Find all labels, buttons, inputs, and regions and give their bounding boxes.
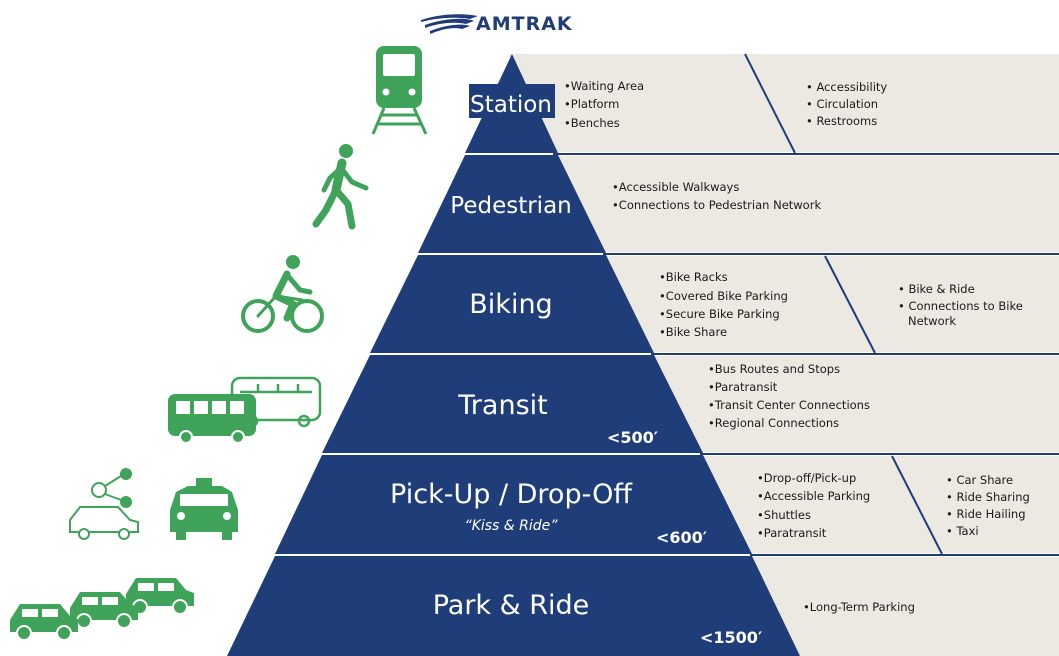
tier-transit [322,355,703,453]
bullet-item: •Platform [564,97,619,111]
mode-icons [10,46,428,641]
bullet-item: •Long-Term Parking [803,600,915,614]
bullet-item: •Covered Bike Parking [659,289,788,303]
bullet-item: • Restrooms [806,114,877,128]
bullet-item: • Ride Sharing [946,490,1030,504]
distance-park-ride: <1500′ [700,628,762,647]
distance-pickup: <600′ [656,528,707,547]
bullet-lists: •Waiting Area •Platform •Benches • Acces… [564,79,1030,614]
column-divider [744,53,796,154]
tier-label-transit: Transit [457,390,547,421]
pedestrian-icon [312,144,369,230]
distance-transit: <500′ [607,428,658,447]
tier-label-station: Station [470,92,552,118]
bullet-item: •Accessible Parking [757,489,870,503]
bullet-item: •Transit Center Connections [708,398,870,412]
car-icon [10,604,78,641]
cyclist-icon [241,255,324,333]
tier-label-pickup: Pick-Up / Drop-Off [390,479,633,510]
tier-label-biking: Biking [469,289,552,320]
tier-pickup [275,455,752,554]
panel-pickup [700,456,1059,553]
bus-icon [168,376,322,444]
car-icon [126,578,194,615]
bullet-item: •Secure Bike Parking [659,307,780,321]
column-divider [824,255,876,354]
column-divider [891,455,943,555]
bullet-item: •Paratransit [757,526,827,540]
panel-pedestrian [553,156,1059,252]
amtrak-wordmark: AMTRAK [476,13,573,35]
tier-pedestrian [418,155,606,253]
amtrak-logo: AMTRAK [421,13,573,35]
cars-icon [10,578,194,641]
bullet-item: • Car Share [946,473,1013,487]
panel-transit [651,356,1059,452]
bullet-item: •Connections to Pedestrian Network [612,198,821,212]
tier-park-ride [227,556,800,656]
bullet-item: •Accessible Walkways [612,180,739,194]
panel-park-ride [750,557,1059,656]
bullet-item: •Paratransit [708,380,778,394]
bullet-item: •Benches [564,116,620,130]
bullet-item: • Accessibility [806,80,887,94]
bullet-item: Network [908,314,956,328]
bullet-item: • Connections to Bike [898,299,1023,313]
bullet-item: • Taxi [946,524,979,538]
bullet-item: •Shuttles [757,508,811,522]
car-icon [70,592,138,629]
info-panels [508,53,1059,656]
tier-labels: Station Pedestrian Biking Transit Pick-U… [390,92,762,647]
rideshare-icon [69,468,139,540]
bullet-item: •Bike Share [659,325,727,339]
panel-biking [603,256,1059,352]
station-label-box [469,84,555,118]
taxi-icon [170,478,238,540]
bullet-item: • Bike & Ride [898,282,975,296]
tier-label-park-ride: Park & Ride [433,590,590,621]
train-icon [371,46,428,135]
tier-label-pedestrian: Pedestrian [450,193,571,219]
tier-sublabel-pickup: “Kiss & Ride” [464,518,558,534]
tier-biking [370,255,654,353]
amtrak-wave-icon [421,14,478,34]
bullet-item: • Circulation [806,97,878,111]
bullet-item: •Regional Connections [708,416,839,430]
bullet-item: • Ride Hailing [946,507,1026,521]
bullet-item: •Drop-off/Pick-up [757,471,856,485]
bullet-item: •Bike Racks [659,270,728,284]
panel-station [508,54,1059,152]
bullet-item: •Bus Routes and Stops [708,362,840,376]
bullet-item: •Waiting Area [564,79,644,93]
pyramid [227,54,800,656]
